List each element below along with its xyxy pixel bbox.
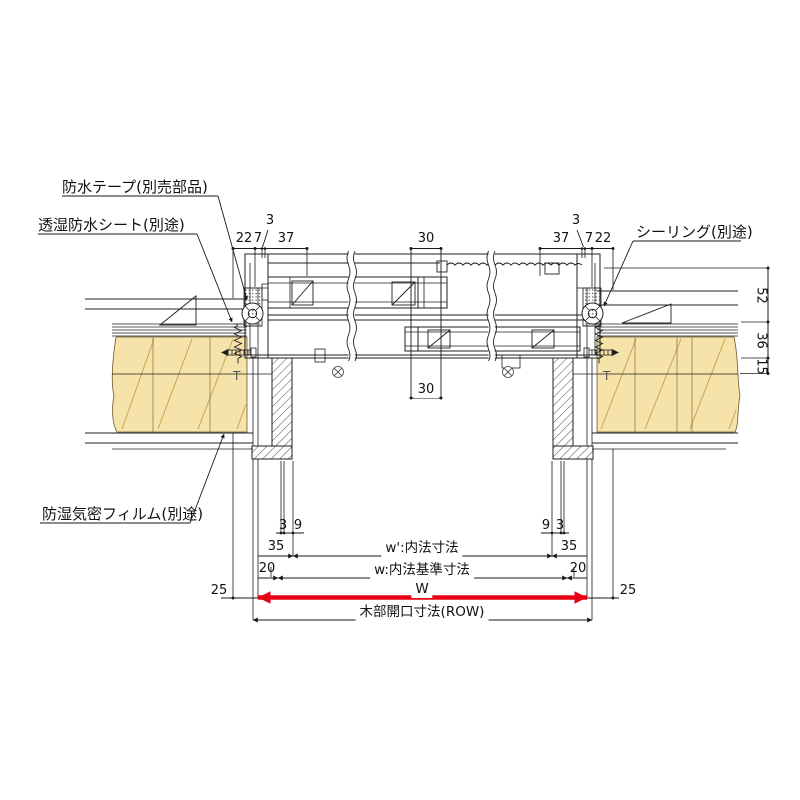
t-mark-right: T [603,369,611,383]
wall-section-right [573,290,741,450]
furring-strip-left [158,295,197,326]
callout-leaders [38,195,741,524]
dim-bottom-right-9: 9 [541,518,551,533]
w-base-label: w:内法基準寸法 [370,562,474,579]
furring-strip-right [621,303,672,324]
leader-3-right [576,229,584,248]
t-mark-left: T [233,369,241,383]
screw-horizontal-right [583,347,619,358]
extension-lines-bottom [232,433,614,620]
screw-vertical-right [594,323,604,364]
dim-top-left-3: 3 [265,213,275,228]
wood-stud-right [596,336,741,433]
meeting-stile-lower [404,326,419,352]
interior-trim-right [552,357,594,460]
dim-right [604,266,770,375]
dim-right-15: 15 [753,358,769,375]
leader-breathable-sheet [196,233,233,323]
dim-bottom-right-20: 20 [569,561,587,576]
dim-bottom-right-3: 3 [555,518,565,533]
screw-head-right-icon [581,302,604,325]
callout-moisture-film: 防湿気密フィルム(別途) [42,505,204,523]
dim-top-left-22: 22 [235,231,253,246]
dim-right-36: 36 [753,332,769,349]
window-frame [221,253,619,460]
dim-bottom-left-35: 35 [267,539,285,554]
callout-breathable-sheet: 透湿防水シート(別途) [38,216,185,234]
dim-bottom-left-9: 9 [293,518,303,533]
w-inner-label: w':内法寸法 [381,540,463,557]
dim-bottom-right-25: 25 [619,583,637,598]
dim-top-right-37: 37 [552,231,570,246]
screw-symbol-icon [332,366,514,378]
dim-bottom-left-3: 3 [278,518,288,533]
screw-horizontal-left [221,347,257,358]
leader-moisture-film [189,433,225,524]
right-jamb [576,253,604,359]
dim-top-left-7: 7 [253,231,263,246]
meeting-stile-upper [417,276,448,309]
break-lines [346,250,497,362]
leader-waterproof-tape [217,195,248,301]
screen-wavy-line [446,262,583,266]
dim-30-bottom [409,396,443,400]
glazing-box [427,329,555,349]
dim-right-52: 52 [753,287,769,304]
dim-top-center-30: 30 [417,231,435,246]
leader-sealing [603,240,634,307]
dim-top-left-37: 37 [277,231,295,246]
callout-sealing: シーリング(別途) [636,223,753,241]
callout-waterproof-tape: 防水テープ(別売部品) [62,178,208,196]
dim-top-right-3: 3 [571,213,581,228]
dim-bottom-center-30: 30 [413,382,439,398]
screw-vertical-left [233,323,243,364]
row-label: 木部開口寸法(ROW) [355,604,489,621]
leader-3-left [262,229,269,248]
wood-grain-right [600,338,737,430]
dim-top-right-22: 22 [594,231,612,246]
dim-bottom-left-25: 25 [210,583,228,598]
dim-3-9 [276,531,569,535]
dim-top [231,229,615,298]
dim-top-right-7: 7 [584,231,594,246]
dim-bottom-right-35: 35 [560,539,578,554]
sheathing-lines-right [597,323,738,337]
extension-lines-right [604,267,768,374]
sheathing-lines-left [112,323,247,337]
dim-bottom-left-20: 20 [258,561,276,576]
dim-25 [221,596,619,600]
extension-lines-top [232,249,614,298]
w-label: W [411,581,433,598]
screw-head-left-icon [241,302,264,325]
interior-trim-left [251,357,293,460]
